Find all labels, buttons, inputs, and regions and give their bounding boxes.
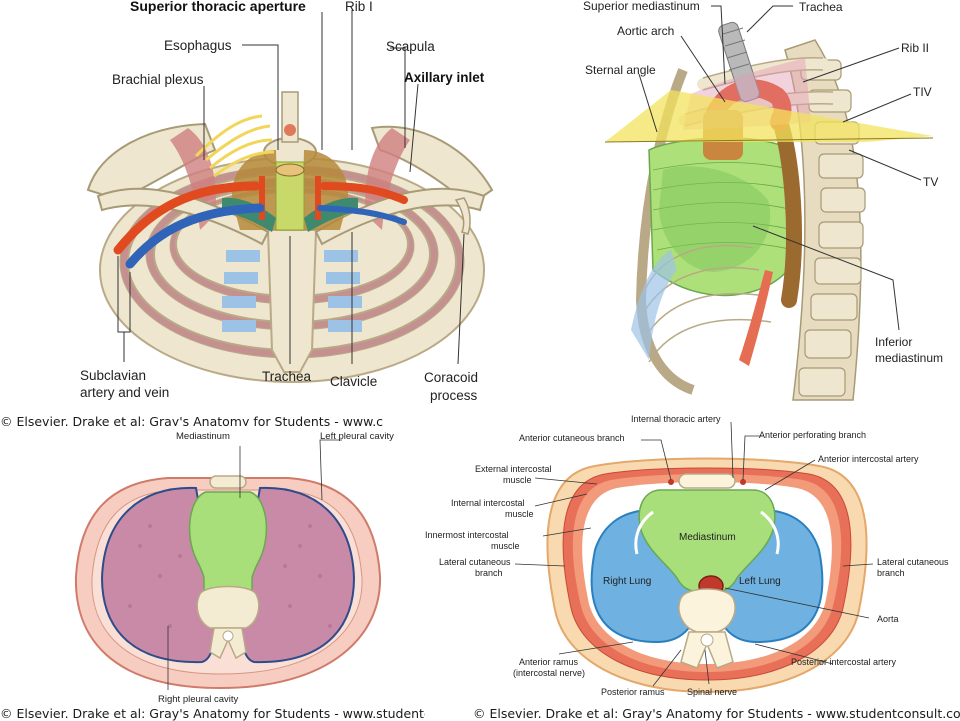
label-lateral-cutaneous-right-line2: branch (877, 568, 905, 578)
credit-bottom-right: © Elsevier. Drake et al: Gray's Anatomy … (473, 706, 960, 721)
pleural-diagram: Mediastinum Left pleural cavity Right pl… (74, 431, 394, 705)
label-anterior-cutaneous-branch: Anterior cutaneous branch (519, 433, 625, 443)
label-coracoid-line2: process (430, 388, 478, 403)
label-brachial-plexus: Brachial plexus (112, 72, 204, 87)
label-anterior-ramus-line2: (intercostal nerve) (513, 668, 585, 678)
label-tiv: TIV (913, 85, 932, 99)
label-aorta: Aorta (877, 614, 899, 624)
label-subclavian-line2: artery and vein (80, 385, 169, 400)
label-spinal-nerve: Spinal nerve (687, 687, 737, 697)
label-right-lung: Right Lung (603, 576, 651, 587)
label-external-intercostal-line2: muscle (503, 475, 532, 485)
credit-top-left: © Elsevier. Drake et al: Gray's Anatomy … (0, 414, 384, 429)
label-tv: TV (923, 175, 938, 189)
label-innermost-intercostal-line1: Innermost intercostal (425, 530, 509, 540)
label-rib-2: Rib II (901, 41, 929, 55)
label-left-pleural-cavity: Left pleural cavity (320, 431, 394, 442)
label-cross-mediastinum: Mediastinum (679, 532, 736, 543)
transverse-plane (605, 90, 933, 142)
label-trachea: Trachea (262, 369, 312, 384)
right-clavicle (314, 187, 486, 246)
label-rib-1: Rib I (345, 0, 373, 14)
label-innermost-intercostal-line2: muscle (491, 541, 520, 551)
pleural-vertebra (196, 585, 260, 660)
credit-bottom-left: © Elsevier. Drake et al: Gray's Anatomy … (0, 706, 425, 721)
pleural-panel: Mediastinum Left pleural cavity Right pl… (0, 426, 458, 706)
label-aortic-arch: Aortic arch (617, 24, 674, 38)
left-clavicle (96, 187, 270, 246)
cross-section-diagram: Internal thoracic artery Anterior cutane… (425, 414, 949, 697)
label-left-lung: Left Lung (739, 576, 781, 587)
label-superior-mediastinum: Superior mediastinum (583, 0, 700, 13)
label-right-pleural-cavity: Right pleural cavity (158, 694, 239, 705)
mediastinum-panel: Superior mediastinum Trachea Aortic arch… (553, 0, 960, 410)
trachea (718, 21, 760, 103)
cross-vertebra (678, 588, 736, 669)
label-sternal-angle: Sternal angle (585, 63, 656, 77)
label-clavicle: Clavicle (330, 374, 377, 389)
label-anterior-ramus-line1: Anterior ramus (519, 657, 579, 667)
label-inferior-line1: Inferior (875, 335, 912, 349)
label-coracoid-line1: Coracoid (424, 370, 478, 385)
label-posterior-intercostal-artery: Posterior intercostal artery (791, 657, 897, 667)
label-internal-intercostal-line2: muscle (505, 509, 534, 519)
label-lateral-cutaneous-left-line2: branch (475, 568, 503, 578)
label-external-intercostal-line1: External intercostal (475, 464, 552, 474)
label-lateral-cutaneous-right-line1: Lateral cutaneous (877, 557, 949, 567)
title-superior-thoracic-aperture: Superior thoracic aperture (130, 0, 306, 14)
label-pleural-mediastinum: Mediastinum (176, 431, 230, 442)
label-subclavian-line1: Subclavian (80, 368, 146, 383)
subclavian-vein (125, 203, 265, 269)
label-trachea-lateral: Trachea (799, 0, 843, 14)
mediastinum-diagram: Superior mediastinum Trachea Aortic arch… (583, 0, 943, 401)
cross-section-panel: Internal thoracic artery Anterior cutane… (425, 410, 960, 706)
label-lateral-cutaneous-left-line1: Lateral cutaneous (439, 557, 511, 567)
aperture-diagram: Superior thoracic aperture Rib I Esophag… (80, 0, 494, 403)
label-inferior-line2: mediastinum (875, 351, 943, 365)
label-internal-intercostal-line1: Internal intercostal (451, 498, 525, 508)
label-axillary-inlet: Axillary inlet (404, 70, 485, 85)
label-anterior-intercostal-artery: Anterior intercostal artery (818, 454, 919, 464)
vertebra (263, 91, 317, 167)
brachial-plexus (194, 114, 275, 178)
label-scapula: Scapula (386, 39, 435, 54)
subclavian-artery (113, 181, 261, 255)
label-posterior-ramus: Posterior ramus (601, 687, 665, 697)
label-esophagus: Esophagus (164, 38, 232, 53)
aperture-panel: Superior thoracic aperture Rib I Esophag… (0, 0, 525, 412)
label-anterior-perforating-branch: Anterior perforating branch (759, 430, 866, 440)
label-internal-thoracic-artery: Internal thoracic artery (631, 414, 721, 424)
